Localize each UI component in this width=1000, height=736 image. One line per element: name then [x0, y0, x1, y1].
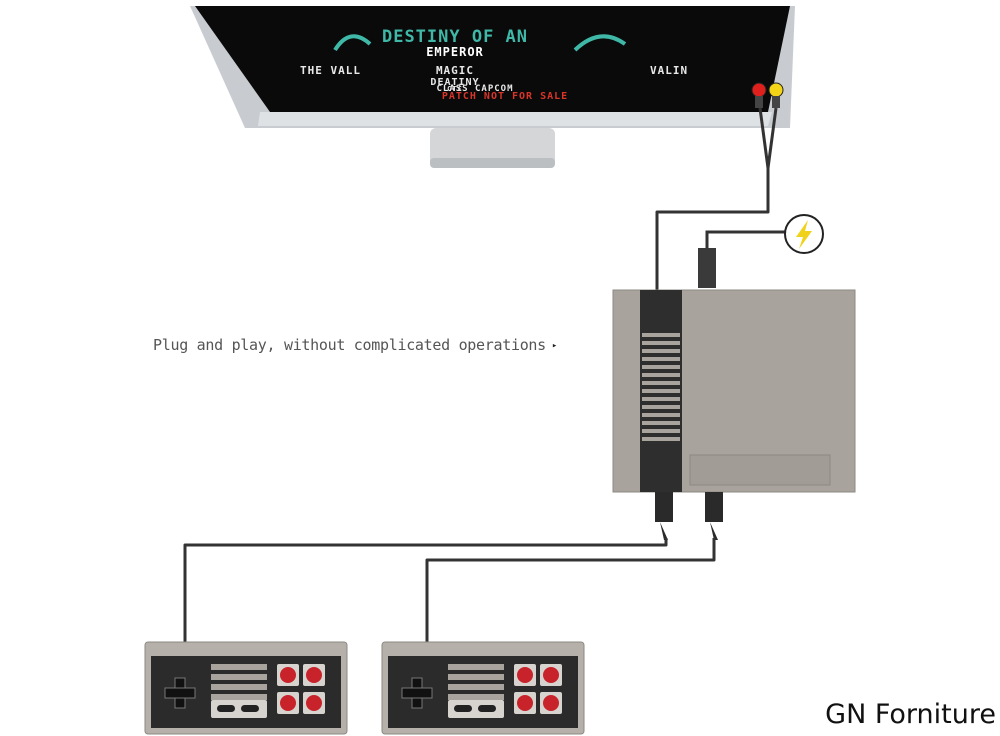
controller-stripe — [211, 694, 267, 700]
console-rib — [642, 333, 680, 337]
start-button — [478, 705, 496, 712]
controller-cables — [183, 538, 716, 645]
screen-content: DESTINY OF AN EMPEROR THE VALL MAGIC VAL… — [300, 27, 688, 102]
console-rib — [642, 397, 680, 401]
monitor: DESTINY OF AN EMPEROR THE VALL MAGIC VAL… — [190, 6, 795, 168]
action-button — [517, 695, 533, 711]
action-button — [543, 695, 559, 711]
controller-stripe — [448, 684, 504, 690]
console-rib — [642, 413, 680, 417]
controller-stripe — [448, 664, 504, 670]
caption: Plug and play, without complicated opera… — [153, 336, 557, 354]
select-button — [217, 705, 235, 712]
console-rib — [642, 421, 680, 425]
controller-stripe — [211, 684, 267, 690]
start-button — [241, 705, 259, 712]
controller-2 — [381, 641, 585, 735]
action-button — [280, 667, 296, 683]
yellow-plug — [768, 82, 784, 98]
controller-2-plug — [705, 492, 723, 522]
screen-footer: PATCH NOT FOR SALE — [442, 91, 568, 102]
screen-sub-3: CLASS CAPCOM — [436, 84, 513, 94]
console-rib — [642, 429, 680, 433]
screen-menu-left: THE VALL — [300, 64, 361, 77]
console-rib — [642, 357, 680, 361]
controller-1-plug — [655, 492, 673, 522]
action-button — [517, 667, 533, 683]
caption-text: Plug and play, without complicated opera… — [153, 336, 546, 354]
screen-menu-mid: MAGIC — [436, 64, 474, 77]
power-cable — [705, 230, 790, 285]
action-button — [306, 695, 322, 711]
screen-title-2: EMPEROR — [426, 45, 484, 59]
power-icon — [784, 214, 824, 254]
controller-stripe — [211, 664, 267, 670]
action-button — [306, 667, 322, 683]
select-start-panel — [211, 700, 267, 718]
select-start-panel — [448, 700, 504, 718]
controller-stripe — [448, 694, 504, 700]
console-rib — [642, 341, 680, 345]
select-button — [454, 705, 472, 712]
console-rib — [642, 389, 680, 393]
console-rib — [642, 349, 680, 353]
console-rib — [642, 437, 680, 441]
watermark: GN Forniture — [825, 699, 996, 730]
console-rib — [642, 373, 680, 377]
console-rib — [642, 405, 680, 409]
controller-1 — [144, 641, 348, 735]
controller-stripe — [211, 674, 267, 680]
screen-sub-1: DEATINY — [430, 77, 479, 88]
red-plug — [751, 82, 767, 98]
dpad-icon — [401, 677, 433, 709]
cartridge-slot — [689, 454, 831, 486]
action-button — [543, 667, 559, 683]
console-rib — [642, 381, 680, 385]
controller-stripe — [448, 674, 504, 680]
screen-menu-right: VALIN — [650, 64, 688, 77]
dpad-icon — [164, 677, 196, 709]
screen-sub-2: CTC — [447, 85, 463, 93]
console — [612, 289, 856, 493]
console-rib — [642, 365, 680, 369]
av-cable — [655, 107, 778, 290]
action-button — [280, 695, 296, 711]
arrow-right-icon: ▸ — [551, 341, 558, 351]
screen-title-1: DESTINY OF AN — [382, 27, 528, 47]
console-ribs — [642, 333, 680, 441]
